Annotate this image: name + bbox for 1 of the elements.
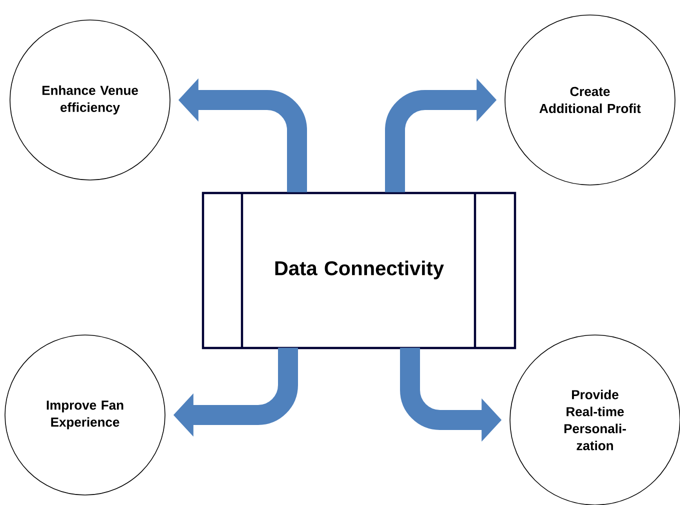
process-box: Data Connectivity [202, 192, 516, 350]
